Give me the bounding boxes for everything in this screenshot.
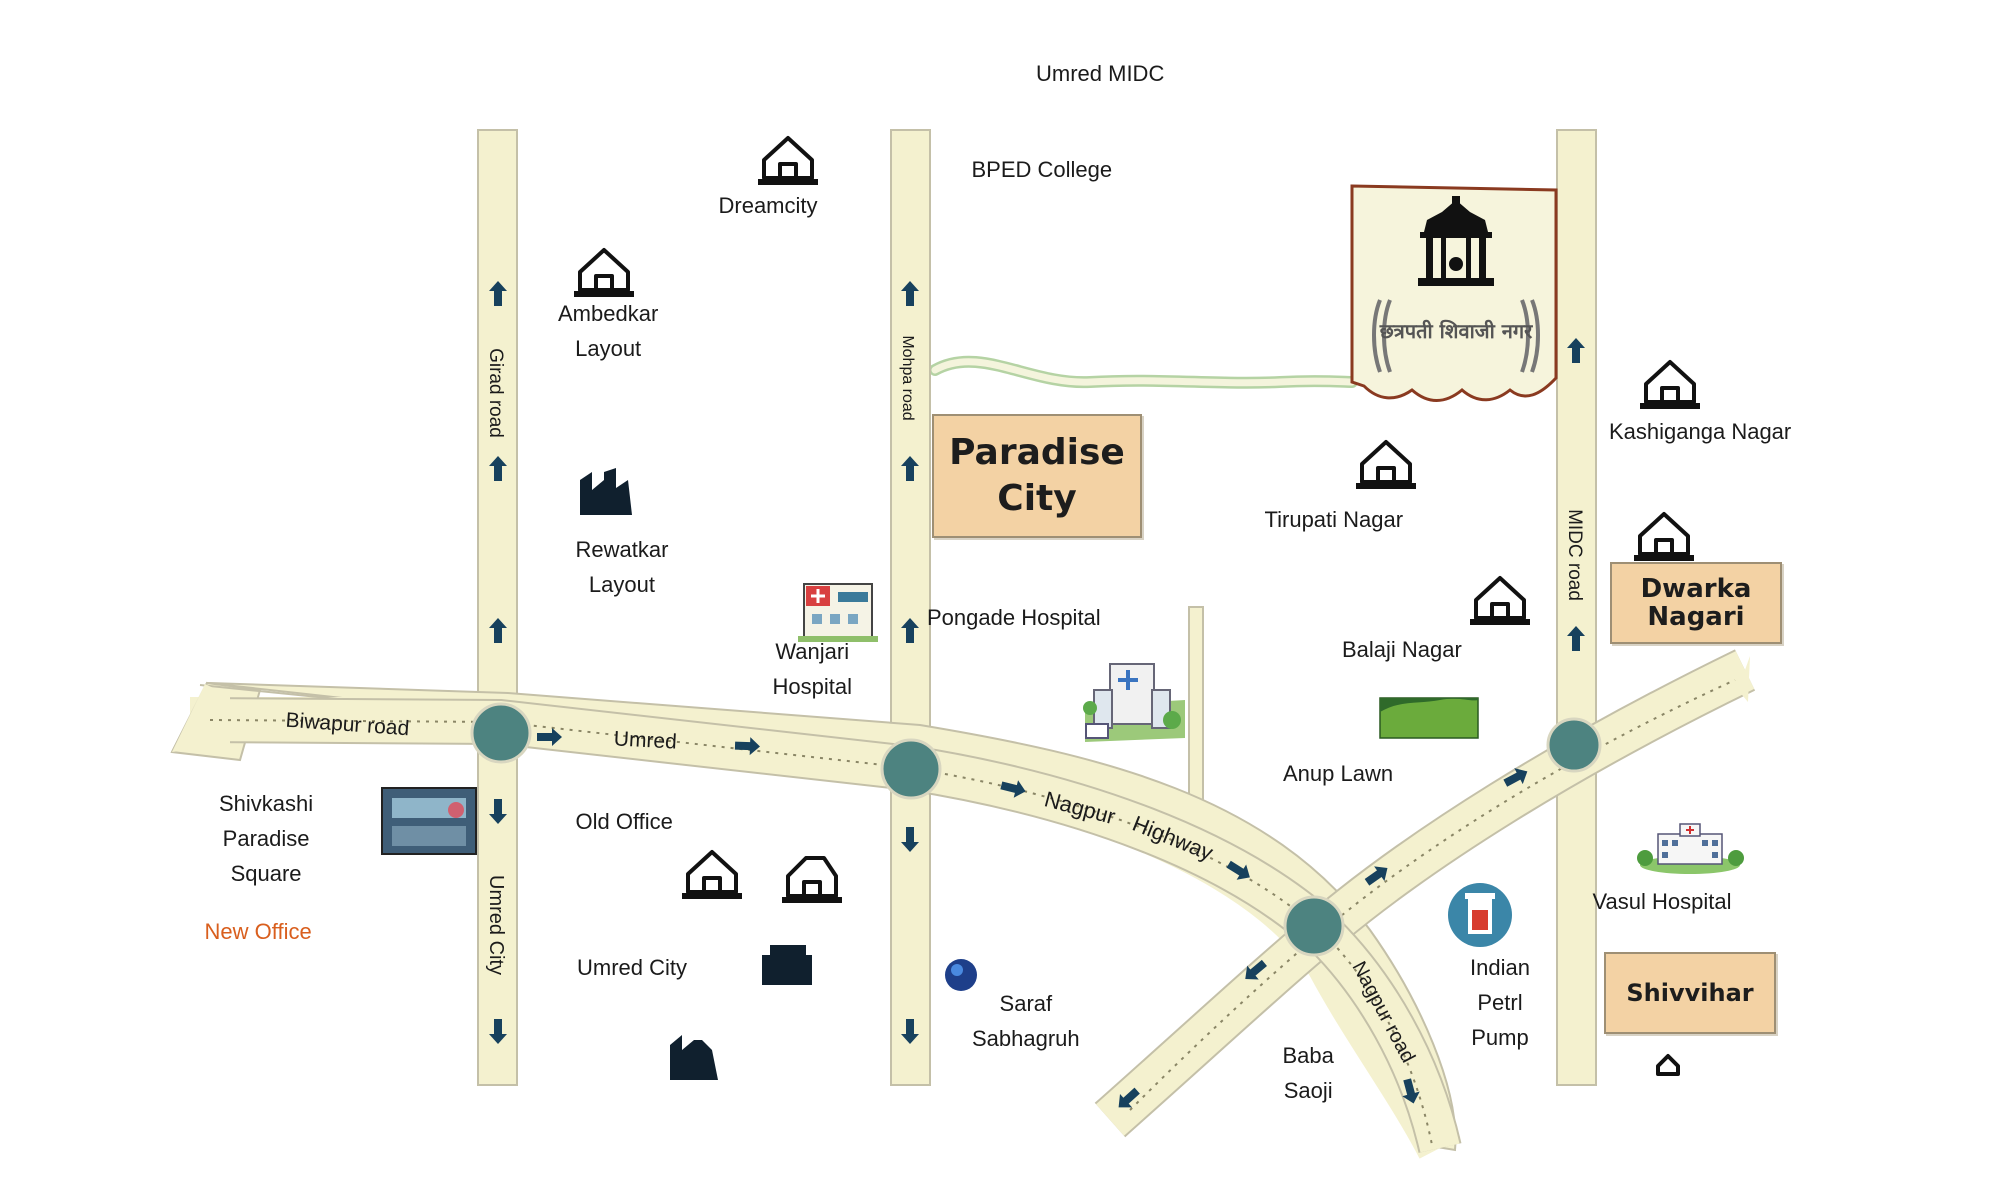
wanjari-hospital-icon — [798, 583, 878, 642]
label-kashiganga-nagar: Kashiganga Nagar — [1609, 419, 1792, 444]
house-icon — [1634, 512, 1694, 561]
house-icon — [758, 136, 818, 185]
factory-icon — [580, 468, 632, 515]
house-icon — [1356, 440, 1416, 489]
location-dot-icon — [945, 959, 977, 991]
shivkashi-building-icon — [381, 787, 477, 855]
label-pongade-hospital: Pongade Hospital — [927, 605, 1101, 630]
house-icon — [1656, 1054, 1680, 1076]
road-label-mohpa: Mohpa road — [899, 335, 916, 420]
label-new-office: New Office — [204, 919, 312, 944]
house-icon — [682, 850, 742, 899]
paradise-city-line-2: City — [997, 478, 1077, 519]
shivvihar-label: Shivvihar — [1626, 979, 1754, 1007]
label-dreamcity: Dreamcity — [718, 193, 818, 218]
road-label-umred: Umred — [613, 727, 677, 753]
factory-icon — [670, 1035, 718, 1080]
shivvihar-box[interactable]: Shivvihar — [1604, 952, 1776, 1034]
midc-road — [1556, 129, 1597, 1086]
pongade-lane — [1188, 606, 1204, 813]
house-icon — [1470, 576, 1530, 625]
pongade-hospital-icon — [1083, 663, 1185, 742]
label-umred-midc: Umred MIDC — [1036, 61, 1165, 86]
label-umred-city: Umred City — [577, 955, 688, 980]
chhatri-icon — [1418, 196, 1494, 286]
vasul-hospital-icon — [1637, 823, 1744, 874]
roundabout-highway — [1283, 895, 1345, 957]
road-label-umred-city: Umred City — [485, 875, 507, 975]
label-bped-college: BPED College — [971, 157, 1113, 182]
mohpa-road — [890, 129, 931, 1086]
roundabout-midc — [1546, 717, 1602, 773]
label-tirupati-nagar: Tirupati Nagar — [1264, 507, 1404, 532]
road-label-midc: MIDC road — [1564, 509, 1585, 601]
lawn-icon — [1379, 697, 1479, 739]
paradise-city-line-1: Paradise — [949, 432, 1125, 473]
label-old-office: Old Office — [575, 809, 673, 834]
roundabout-girad — [470, 702, 532, 764]
dwarka-line-2: Nagari — [1647, 602, 1745, 632]
house-icon — [1640, 360, 1700, 409]
dwarka-nagari-box[interactable]: Dwarka Nagari — [1610, 562, 1782, 644]
label-vasul-hospital: Vasul Hospital — [1592, 889, 1732, 914]
house-icon — [782, 856, 842, 903]
dwarka-line-1: Dwarka — [1640, 574, 1752, 604]
house-icon — [574, 248, 634, 297]
petrol-pump-icon — [1448, 883, 1512, 947]
factory-icon — [762, 945, 812, 985]
label-anup-lawn: Anup Lawn — [1283, 761, 1394, 786]
shivaji-nagar-logo: छत्रपती शिवाजी नगर — [1350, 184, 1558, 402]
logo-text: छत्रपती शिवाजी नगर — [1379, 319, 1533, 343]
paradise-city-box[interactable]: Paradise City — [932, 414, 1142, 538]
roundabout-mohpa — [880, 738, 942, 800]
factory-icons — [580, 468, 812, 1080]
label-balaji-nagar: Balaji Nagar — [1342, 637, 1462, 662]
house-icons — [574, 136, 1700, 1076]
road-label-girad: Girad road — [485, 348, 506, 438]
